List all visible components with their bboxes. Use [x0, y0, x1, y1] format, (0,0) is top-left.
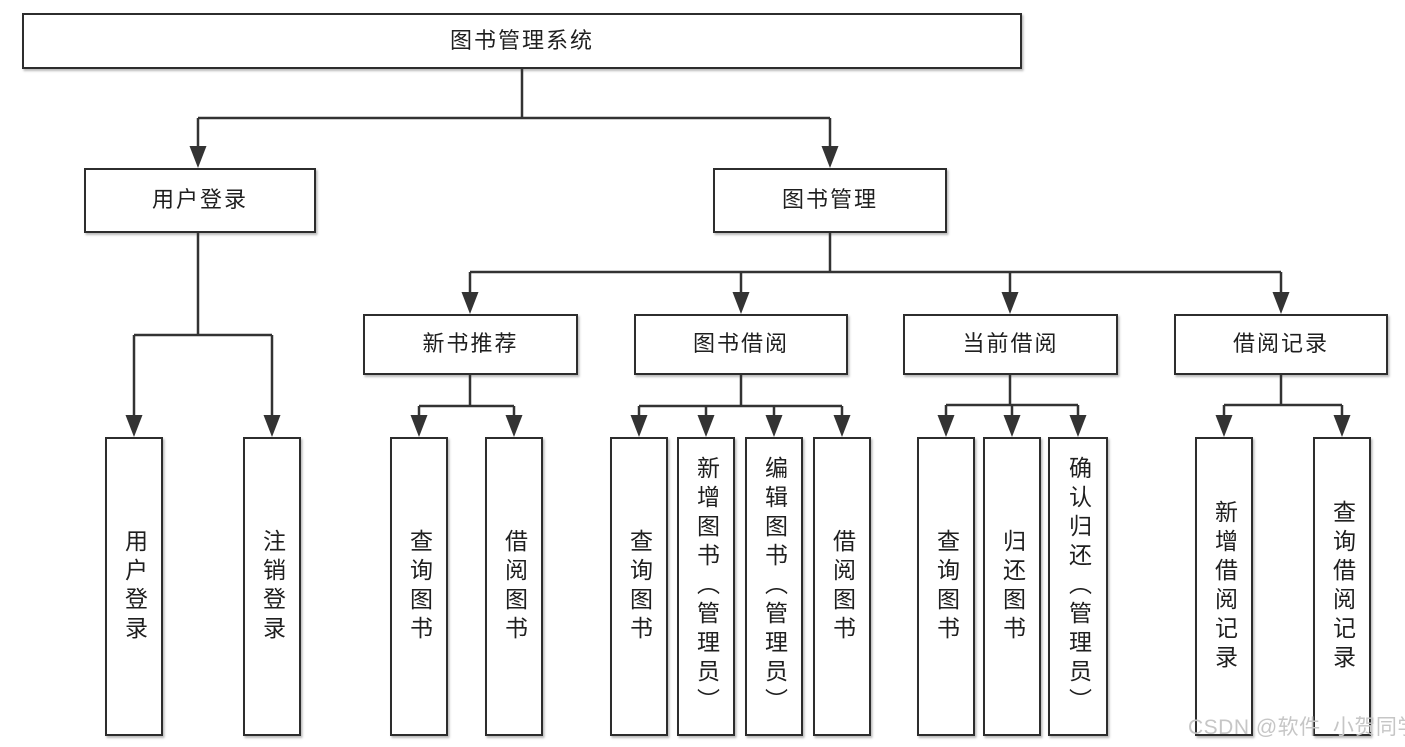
tree-node-new-book-rec: 新书推荐: [363, 314, 578, 375]
node-label: 查询图书: [626, 528, 653, 645]
arrowhead-icon: [263, 415, 281, 437]
tree-node-root: 图书管理系统: [22, 13, 1022, 69]
tree-node-query-book-3: 查询图书: [917, 437, 975, 736]
tree-node-return-book: 归还图书: [983, 437, 1041, 736]
tree-node-login: 用户登录: [105, 437, 163, 736]
tree-node-user-login-module: 用户登录: [84, 168, 316, 233]
tree-node-book-borrow: 图书借阅: [634, 314, 848, 375]
tree-node-logout: 注销登录: [243, 437, 301, 736]
arrowhead-icon: [821, 146, 839, 168]
node-label: 借阅图书: [501, 528, 528, 645]
node-label: 新增图书（管理员）: [693, 456, 720, 717]
tree-node-edit-book-admin: 编辑图书（管理员）: [745, 437, 803, 736]
tree-node-current-borrow: 当前借阅: [903, 314, 1118, 375]
node-label: 编辑图书（管理员）: [761, 456, 788, 717]
node-label: 图书管理: [781, 187, 878, 213]
arrowhead-icon: [765, 415, 783, 437]
node-label: 归还图书: [999, 528, 1026, 645]
arrowhead-icon: [1333, 415, 1351, 437]
arrowhead-icon: [1272, 292, 1290, 314]
node-label: 确认归还（管理员）: [1065, 456, 1092, 717]
node-label: 用户登录: [151, 187, 248, 213]
node-label: 查询图书: [406, 528, 433, 645]
arrowhead-icon: [1003, 415, 1021, 437]
tree-node-borrow-book-2: 借阅图书: [813, 437, 871, 736]
arrowhead-icon: [1001, 292, 1019, 314]
connector-path: [132, 69, 1344, 419]
tree-node-query-borrow-record: 查询借阅记录: [1313, 437, 1371, 736]
tree-node-query-book-1: 查询图书: [390, 437, 448, 736]
arrowhead-icon: [937, 415, 955, 437]
node-label: 用户登录: [121, 528, 148, 645]
arrowhead-icon: [732, 292, 750, 314]
arrowhead-icon: [697, 415, 715, 437]
node-label: 注销登录: [259, 528, 286, 645]
tree-node-add-book-admin: 新增图书（管理员）: [677, 437, 735, 736]
tree-node-borrow-records: 借阅记录: [1174, 314, 1388, 375]
node-label: 图书借阅: [692, 331, 789, 357]
tree-node-book-mgmt-module: 图书管理: [713, 168, 947, 233]
arrowhead-icon: [1069, 415, 1087, 437]
arrowhead-icon: [189, 146, 207, 168]
node-label: 新书推荐: [422, 331, 519, 357]
tree-node-add-borrow-record: 新增借阅记录: [1195, 437, 1253, 736]
arrowhead-icon: [505, 415, 523, 437]
arrowhead-icon: [125, 415, 143, 437]
node-label: 查询图书: [933, 528, 960, 645]
node-label: 当前借阅: [962, 331, 1059, 357]
arrowhead-icon: [630, 415, 648, 437]
arrowhead-icon: [833, 415, 851, 437]
arrowhead-icon: [461, 292, 479, 314]
arrowhead-icon: [1215, 415, 1233, 437]
watermark: CSDN @软件_小贺同学: [1188, 716, 1405, 739]
tree-node-borrow-book-1: 借阅图书: [485, 437, 543, 736]
arrowhead-icon: [410, 415, 428, 437]
node-label: 新增借阅记录: [1211, 499, 1238, 674]
node-label: 查询借阅记录: [1329, 499, 1356, 674]
tree-node-query-book-2: 查询图书: [610, 437, 668, 736]
node-label: 借阅记录: [1232, 331, 1329, 357]
node-label: 图书管理系统: [449, 27, 594, 53]
tree-node-confirm-return-admin: 确认归还（管理员）: [1048, 437, 1108, 736]
node-label: 借阅图书: [829, 528, 856, 645]
